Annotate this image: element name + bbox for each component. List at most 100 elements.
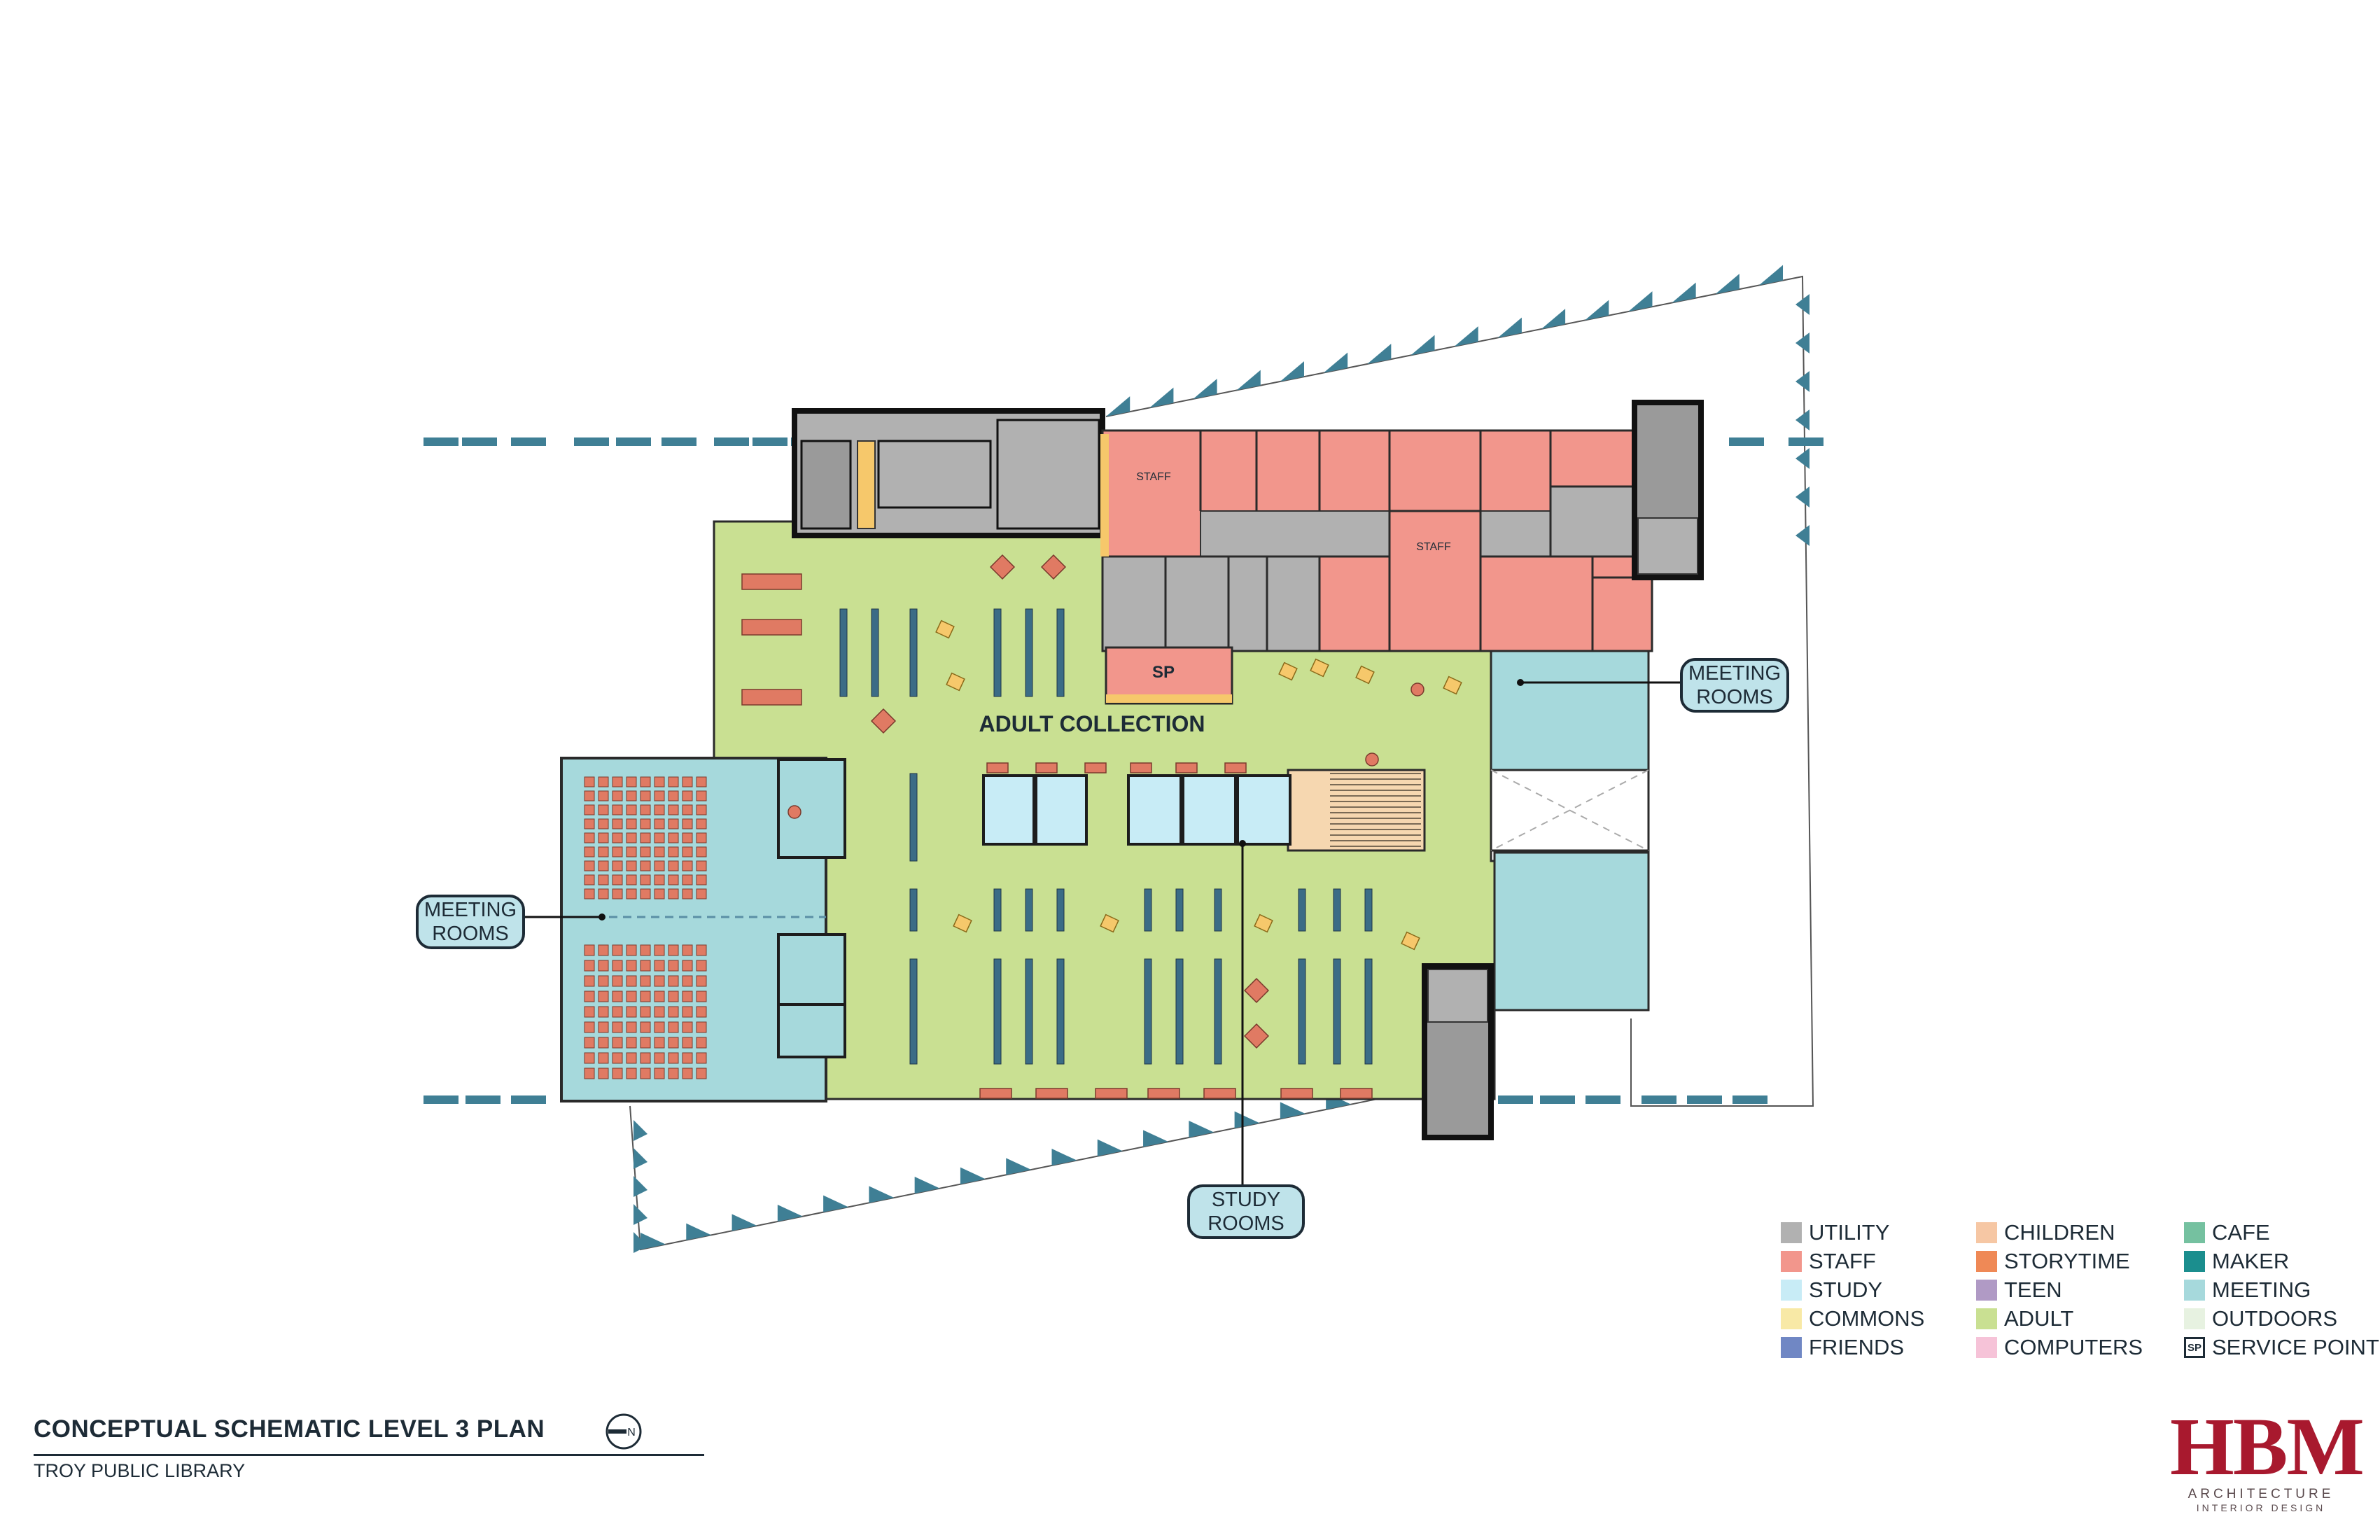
fin xyxy=(1454,326,1478,346)
legend-swatch xyxy=(1781,1337,1802,1358)
staff-offices xyxy=(1199,430,1552,511)
lounge-chair xyxy=(935,620,955,639)
table xyxy=(788,805,802,819)
table xyxy=(741,573,802,590)
window-dash xyxy=(424,1096,458,1104)
chair xyxy=(598,990,609,1002)
legend-label: STORYTIME xyxy=(2004,1249,2130,1273)
chair xyxy=(598,1068,609,1079)
chair xyxy=(612,888,623,899)
table xyxy=(1410,682,1424,696)
fin xyxy=(1497,317,1522,338)
chair xyxy=(696,804,707,816)
chair xyxy=(626,1037,637,1049)
table xyxy=(1280,1088,1313,1099)
chair xyxy=(626,1021,637,1033)
chair xyxy=(598,874,609,886)
chair xyxy=(668,818,679,830)
study-rooms xyxy=(982,774,1292,846)
study-rooms-callout: STUDY ROOMS xyxy=(1187,1184,1305,1239)
chair xyxy=(696,1052,707,1064)
chair xyxy=(668,1006,679,1018)
chair xyxy=(584,1006,595,1018)
canopy-outline xyxy=(1105,275,1814,1107)
chair xyxy=(612,1006,623,1018)
window-dash xyxy=(616,438,651,446)
bookstack xyxy=(1025,608,1033,697)
legend-label: STUDY xyxy=(1809,1278,1883,1302)
table xyxy=(1084,762,1107,774)
table xyxy=(1243,1023,1270,1049)
chair xyxy=(584,874,595,886)
chair xyxy=(654,1021,665,1033)
study-room xyxy=(1127,774,1182,846)
chair xyxy=(626,1052,637,1064)
lounge-chairs xyxy=(935,620,1462,951)
chair xyxy=(626,944,637,956)
chair xyxy=(598,1021,609,1033)
chair xyxy=(640,990,651,1002)
chair xyxy=(668,944,679,956)
legend-item: CHILDREN xyxy=(1976,1220,2115,1245)
chair xyxy=(654,776,665,788)
fin xyxy=(1280,361,1304,382)
chair xyxy=(612,846,623,858)
chair xyxy=(682,975,693,987)
study-room xyxy=(1035,774,1088,846)
table xyxy=(741,689,802,706)
chair xyxy=(654,874,665,886)
chair xyxy=(626,1068,637,1079)
window-dash xyxy=(1586,1096,1620,1104)
chair xyxy=(598,888,609,899)
chair xyxy=(598,846,609,858)
chair xyxy=(682,1037,693,1049)
lounge-chair xyxy=(953,913,972,933)
chair xyxy=(668,975,679,987)
chair xyxy=(640,1052,651,1064)
chair xyxy=(654,846,665,858)
window-dash xyxy=(1788,438,1823,446)
chair xyxy=(612,832,623,844)
chair xyxy=(654,960,665,972)
chair xyxy=(584,846,595,858)
meeting-rooms-callout-left: MEETING ROOMS xyxy=(416,895,525,949)
chair xyxy=(626,960,637,972)
bookstack xyxy=(1175,958,1184,1065)
chair xyxy=(612,975,623,987)
chair xyxy=(640,832,651,844)
chair xyxy=(612,804,623,816)
chair xyxy=(640,1006,651,1018)
legend-label: MEETING xyxy=(2212,1278,2311,1302)
chair xyxy=(612,960,623,972)
chair xyxy=(696,832,707,844)
chair xyxy=(584,860,595,872)
chair xyxy=(696,874,707,886)
bookstack xyxy=(1364,958,1373,1065)
chair xyxy=(598,804,609,816)
chair xyxy=(584,990,595,1002)
chair xyxy=(654,804,665,816)
window-dash xyxy=(462,438,497,446)
bookstacks xyxy=(839,608,1373,1065)
chair xyxy=(654,1052,665,1064)
chair xyxy=(682,1021,693,1033)
legend-swatch xyxy=(1976,1222,1997,1243)
chair xyxy=(696,975,707,987)
fin xyxy=(1795,525,1809,546)
legend-label: OUTDOORS xyxy=(2212,1306,2338,1331)
legend-swatch xyxy=(1781,1222,1802,1243)
bookstack xyxy=(1144,888,1152,932)
chair xyxy=(696,944,707,956)
table xyxy=(1040,554,1067,580)
fin xyxy=(1367,344,1392,364)
legend-item: STAFF xyxy=(1781,1249,1876,1274)
chair xyxy=(584,888,595,899)
chair xyxy=(598,860,609,872)
chair xyxy=(668,790,679,802)
chair xyxy=(584,975,595,987)
chair xyxy=(668,776,679,788)
bookstack xyxy=(871,608,879,697)
study-room xyxy=(982,774,1035,846)
legend-label: CHILDREN xyxy=(2004,1220,2115,1245)
chair xyxy=(640,960,651,972)
